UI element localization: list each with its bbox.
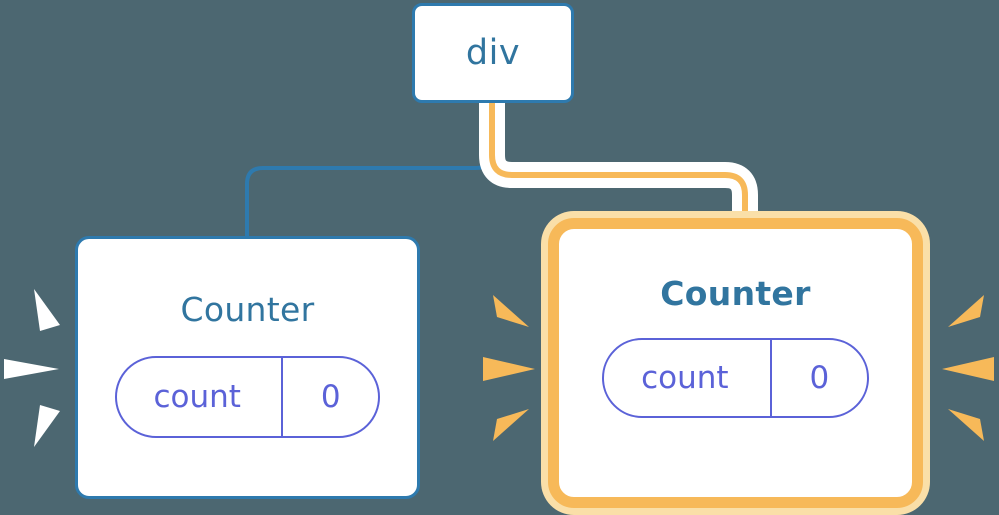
counter-right-state-value: 0 (769, 340, 867, 416)
burst-left-outer-icon (4, 289, 60, 447)
node-counter-right[interactable]: Counter count 0 (548, 218, 923, 508)
burst-left-inner-icon (483, 295, 535, 441)
edge-div-to-counter-right (489, 103, 748, 240)
burst-right-outer-icon (942, 295, 994, 441)
counter-left-state-value: 0 (281, 358, 378, 436)
counter-right-title: Counter (660, 274, 811, 313)
counter-left-state-key: count (153, 378, 241, 415)
counter-left-state-pill: count 0 (115, 356, 380, 438)
node-counter-left[interactable]: Counter count 0 (75, 236, 420, 499)
edge-div-to-counter-left (245, 103, 494, 236)
counter-left-title: Counter (180, 290, 315, 329)
counter-right-state-pill: count 0 (602, 338, 869, 418)
node-div-label: div (465, 32, 521, 73)
counter-right-state-key: count (641, 359, 729, 396)
node-div[interactable]: div (412, 3, 574, 103)
